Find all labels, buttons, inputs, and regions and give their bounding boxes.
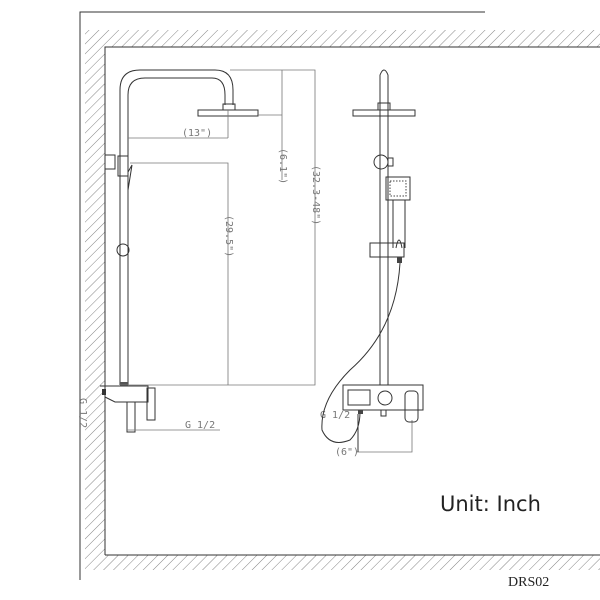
dim-height-range: (32.3-48")	[310, 165, 321, 225]
unit-label-value: Inch	[496, 492, 541, 516]
dim-inlet-side: G 1/2	[77, 398, 88, 428]
model-number: DRS02	[508, 575, 550, 590]
unit-label-key: Unit:	[440, 492, 490, 516]
unit-label: Unit: Inch	[440, 492, 541, 516]
dim-head-drop: (6.1")	[277, 148, 288, 184]
dim-inlet-front: G 1/2	[320, 410, 350, 421]
dimension-lines	[120, 69, 413, 453]
dim-spout-offset: (6")	[335, 447, 359, 458]
front-view-shower	[321, 69, 424, 452]
wall	[79, 11, 600, 580]
dim-inlet-bottom: G 1/2	[185, 420, 215, 431]
dim-rail-height: (29.5")	[223, 215, 234, 257]
dim-arm-length: (13")	[182, 128, 212, 139]
